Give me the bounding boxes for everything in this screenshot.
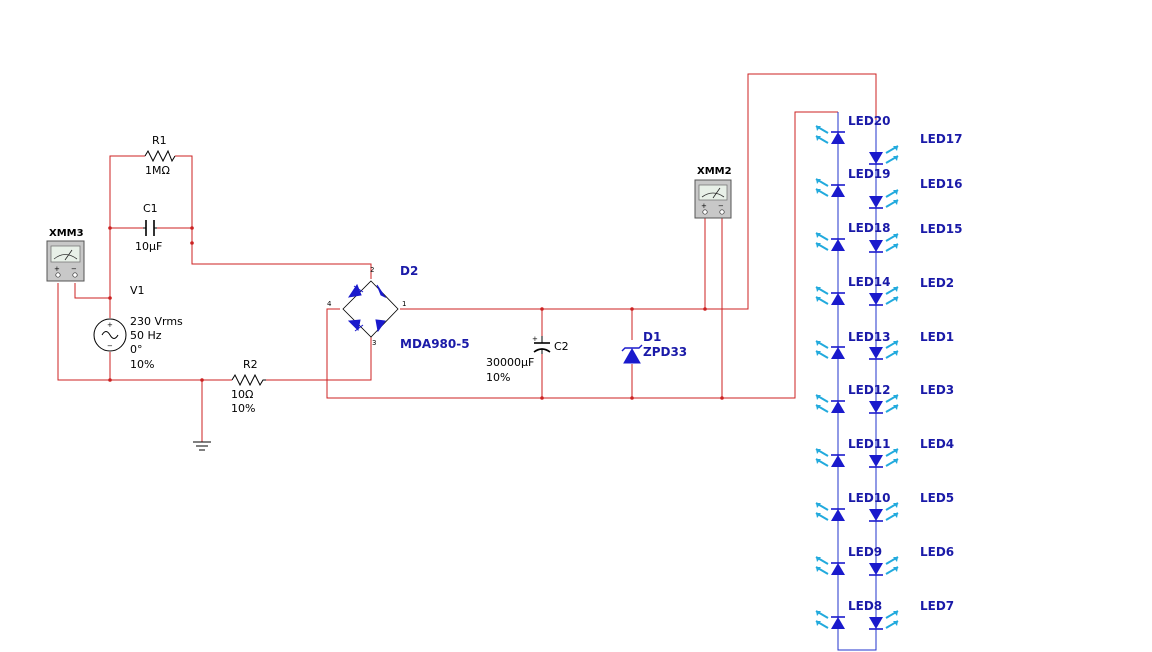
resistor-r2[interactable]: R2 10Ω 10% <box>231 358 266 415</box>
led-led16[interactable]: LED16 <box>869 177 963 209</box>
xmm3-plus: + <box>54 265 60 273</box>
led-label: LED2 <box>920 276 954 290</box>
led-led18[interactable]: LED18 <box>815 221 891 251</box>
led-led10[interactable]: LED10 <box>815 491 891 521</box>
led-led11[interactable]: LED11 <box>815 437 891 467</box>
v1-ref: V1 <box>130 284 145 297</box>
led-led6[interactable]: LED6 <box>869 545 954 576</box>
led-led2[interactable]: LED2 <box>869 276 954 306</box>
d2-pin-3: 3 <box>372 339 376 347</box>
xmm2-minus: − <box>718 202 724 210</box>
led-array: LED20LED19LED18LED14LED13LED12LED11LED10… <box>815 114 963 630</box>
led-label: LED18 <box>848 221 891 235</box>
d2-pin-4: 4 <box>327 300 332 308</box>
ac-source-v1[interactable]: + − V1 230 Vrms 50 Hz 0° 10% <box>93 284 183 371</box>
c1-value: 10µF <box>135 240 162 253</box>
d1-ref: D1 <box>643 330 661 344</box>
led-label: LED19 <box>848 167 891 181</box>
led-label: LED17 <box>920 132 963 146</box>
c2-plus: + <box>532 335 538 343</box>
multimeter-xmm3[interactable]: XMM3 + − <box>46 228 85 282</box>
led-led13[interactable]: LED13 <box>815 330 891 359</box>
led-wires <box>837 112 877 651</box>
led-label: LED7 <box>920 599 954 613</box>
led-label: LED11 <box>848 437 891 451</box>
c2-tolerance: 10% <box>486 371 510 384</box>
led-led9[interactable]: LED9 <box>815 545 882 575</box>
led-label: LED6 <box>920 545 954 559</box>
led-led3[interactable]: LED3 <box>869 383 954 414</box>
v1-voltage: 230 Vrms <box>130 315 183 328</box>
led-label: LED14 <box>848 275 891 289</box>
c2-ref: C2 <box>554 340 569 353</box>
capacitor-c1[interactable]: C1 10µF <box>135 202 162 253</box>
d2-pin-2: 2 <box>370 266 374 274</box>
led-led20[interactable]: LED20 <box>815 114 891 144</box>
c1-ref: C1 <box>143 202 158 215</box>
led-label: LED5 <box>920 491 954 505</box>
r1-ref: R1 <box>152 134 167 147</box>
led-label: LED16 <box>920 177 963 191</box>
v1-phase: 0° <box>130 343 143 356</box>
xmm2-plus: + <box>701 202 707 210</box>
junctions <box>108 226 724 400</box>
led-led8[interactable]: LED8 <box>815 599 882 629</box>
r1-value: 1MΩ <box>145 164 170 177</box>
resistor-r1[interactable]: R1 1MΩ <box>144 134 176 177</box>
c2-value: 30000µF <box>486 356 534 369</box>
bridge-rectifier-d2[interactable]: 2 1 4 3 D2 MDA980-5 <box>327 264 470 351</box>
led-led12[interactable]: LED12 <box>815 383 891 413</box>
xmm3-minus: − <box>71 265 77 273</box>
led-led15[interactable]: LED15 <box>869 222 963 253</box>
led-label: LED4 <box>920 437 954 451</box>
d1-part: ZPD33 <box>643 345 687 359</box>
svg-text:+: + <box>107 321 113 329</box>
led-label: LED10 <box>848 491 891 505</box>
ground-symbol[interactable] <box>193 441 211 451</box>
led-led14[interactable]: LED14 <box>815 275 891 305</box>
d2-part: MDA980-5 <box>400 337 470 351</box>
led-label: LED3 <box>920 383 954 397</box>
led-label: LED12 <box>848 383 891 397</box>
led-label: LED1 <box>920 330 954 344</box>
led-label: LED15 <box>920 222 963 236</box>
r2-ref: R2 <box>243 358 258 371</box>
d2-ref: D2 <box>400 264 418 278</box>
v1-tolerance: 10% <box>130 358 154 371</box>
led-label: LED20 <box>848 114 891 128</box>
led-label: LED13 <box>848 330 891 344</box>
led-led17[interactable]: LED17 <box>869 132 963 165</box>
led-label: LED9 <box>848 545 882 559</box>
led-led1[interactable]: LED1 <box>869 330 954 360</box>
led-led4[interactable]: LED4 <box>869 437 954 468</box>
multimeter-xmm2[interactable]: XMM2 + − <box>694 166 732 219</box>
svg-text:−: − <box>107 342 113 350</box>
led-label: LED8 <box>848 599 882 613</box>
capacitor-c2[interactable]: + C2 30000µF 10% <box>486 335 569 384</box>
led-led5[interactable]: LED5 <box>869 491 954 522</box>
zener-diode-d1[interactable]: D1 ZPD33 <box>621 330 687 364</box>
wires <box>57 73 877 442</box>
led-led19[interactable]: LED19 <box>815 167 891 197</box>
led-led7[interactable]: LED7 <box>869 599 954 630</box>
d2-pin-1: 1 <box>402 300 406 308</box>
v1-frequency: 50 Hz <box>130 329 162 342</box>
xmm3-title: XMM3 <box>49 228 84 239</box>
r2-tolerance: 10% <box>231 402 255 415</box>
r2-value: 10Ω <box>231 388 253 401</box>
xmm2-title: XMM2 <box>697 166 732 177</box>
